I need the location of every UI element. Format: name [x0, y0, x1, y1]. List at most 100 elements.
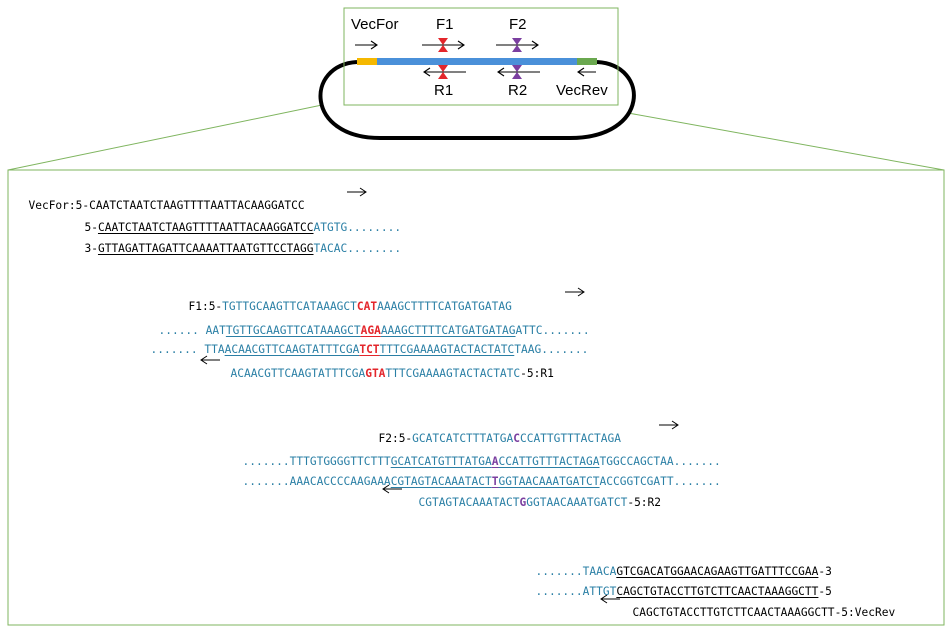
- f2-mutation-icon: [512, 38, 522, 52]
- f2-label: F2: [509, 16, 527, 33]
- f1-seq-b: AAAGCTTTTCATGATGATAG: [377, 300, 512, 313]
- r2-arrow: [497, 67, 540, 77]
- sequence-frame: [7, 169, 945, 626]
- block1-top-strand: 5-CAATCTAATCTAAGTTTTAATTACAAGGATCCATGTG.…: [71, 207, 401, 235]
- block3-bot-b: ACCGGTCGATT.......: [599, 475, 721, 488]
- block4-top-underlined: GTCGACATGGAACAGAAGTTGATTTCCGAA: [616, 565, 819, 578]
- insert-segment: [377, 58, 577, 65]
- block2-bot-ul1: ACAACGTTCAAGTATTTCGA: [224, 343, 360, 356]
- block3-bot-ul2: GGTAACAAATGATCT: [498, 475, 600, 488]
- block3-top-strand: .......TTTGTGGGGTTCTTTGCATCATGTTTATGAACC…: [229, 441, 721, 469]
- block1-bot-underlined: GTTAGATTAGATTCAAAATTAATGTTCCTAGG: [97, 242, 314, 255]
- vecrev-primer-line: CAGCTGTACCTTGTCTTCAACTAAAGGCTT-5:VecRev: [619, 592, 895, 620]
- left-vector-segment: [357, 58, 377, 65]
- block2-top-strand: ...... AATTGTTGCAAGTTCATAAAGCTAGAAAAGCTT…: [145, 310, 590, 338]
- block2-bot-dots: .......: [150, 343, 198, 356]
- f1-primer-label: F1:5-: [188, 300, 223, 313]
- vecrev-arrow: [577, 67, 596, 77]
- r1-seq-arrow: [200, 355, 220, 365]
- block2-bot-b: TAAG.......: [514, 343, 589, 356]
- block4-top-end: -3: [818, 565, 832, 578]
- block1-top-tail: ATGTG........: [313, 221, 402, 234]
- block2-bot-mutation: TCT: [359, 343, 380, 356]
- zoom-line-right: [627, 112, 945, 171]
- block3-bot-a: AAACACCCCAAGAAA: [289, 475, 391, 488]
- f1-seq-arrow: [565, 287, 585, 297]
- f2-seq-a: GCATCATCTTTATGA: [412, 432, 514, 445]
- vecrev-primer-label: -5:VecRev: [834, 606, 896, 619]
- vecfor-primer-seq: CAATCTAATCTAAGTTTTAATTACAAGGATCC: [89, 199, 305, 212]
- block3-top-ul2: CCATTGTTTACTAGA: [498, 455, 600, 468]
- f2-primer-line: F2:5-GCATCATCTTTATGACCCATTGTTTACTAGA: [365, 418, 621, 446]
- r1-seq-b: TTTCGAAAAGTACTACTATC: [385, 367, 521, 380]
- vecfor-primer-line: VecFor:5-CAATCTAATCTAAGTTTTAATTACAAGGATC…: [15, 185, 305, 213]
- vecrev-primer-seq: CAGCTGTACCTTGTCTTCAACTAAAGGCTT: [632, 606, 835, 619]
- block2-top-b: ATTC.......: [515, 324, 590, 337]
- f2-seq-arrow: [659, 420, 679, 430]
- plasmid-frame: [343, 7, 619, 106]
- block3-top-b: TGGCCAGCTAA.......: [599, 455, 721, 468]
- block2-top-ul1: TGTTGCAAGTTCATAAAGCT: [225, 324, 361, 337]
- primer-arrows: [355, 40, 596, 77]
- block4-bot-dots: .......: [535, 585, 583, 598]
- block4-bot-a: ATTGT: [582, 585, 617, 598]
- vecrev-seq-arrow: [600, 594, 620, 604]
- zoom-line-left: [7, 104, 323, 171]
- f1-mutation: CAT: [356, 300, 378, 313]
- block1-bot-tail: TACAC........: [313, 242, 402, 255]
- block3-bot-ul1: CGTAGTACAAATACT: [390, 475, 492, 488]
- r2-label: R2: [508, 82, 527, 99]
- f1-primer-line: F1:5-TGTTGCAAGTTCATAAAGCTCATAAAGCTTTTCAT…: [175, 286, 512, 314]
- block3-bot-dots: .......: [242, 475, 290, 488]
- f1-label: F1: [436, 16, 454, 33]
- plasmid-backbone: [318, 60, 636, 140]
- block3-bot-mutation: T: [491, 475, 499, 488]
- block4-bottom-strand: .......ATTGTCAGCTGTACCTTGTCTTCAACTAAAGGC…: [522, 571, 832, 599]
- block4-top-dots: .......: [535, 565, 583, 578]
- block2-bottom-strand: ....... TTAACAACGTTCAAGTATTTCGATCTTTTCGA…: [137, 329, 588, 357]
- r1-label: R1: [434, 82, 453, 99]
- r1-primer-line: ACAACGTTCAAGTATTTCGAGTATTTCGAAAAGTACTACT…: [217, 353, 554, 381]
- vecfor-arrow: [355, 40, 378, 50]
- right-vector-segment: [577, 58, 597, 65]
- r1-mutation: GTA: [365, 367, 386, 380]
- r1-seq-a: ACAACGTTCAAGTATTTCGA: [230, 367, 366, 380]
- block2-top-mutation: AGA: [360, 324, 381, 337]
- f1-seq-a: TGTTGCAAGTTCATAAAGCT: [222, 300, 357, 313]
- vecfor-seq-arrow: [347, 187, 367, 197]
- block1-bottom-strand: 3-GTTAGATTAGATTCAAAATTAATGTTCCTAGGTACAC.…: [71, 228, 401, 256]
- r2-seq-a: CGTAGTACAAATACT: [418, 496, 520, 509]
- block2-top-a: AAT: [205, 324, 226, 337]
- block4-bot-end: -5: [818, 585, 832, 598]
- f2-seq-b: CCATTGTTTACTAGA: [519, 432, 622, 445]
- block3-top-a: TTTGTGGGGTTCTTT: [289, 455, 391, 468]
- block1-bot-prefix: 3-: [84, 242, 98, 255]
- r1-primer-label: -5:R1: [520, 367, 554, 380]
- r2-seq-arrow: [382, 484, 402, 494]
- block3-top-mutation: A: [491, 455, 499, 468]
- r2-primer-label: -5:R2: [627, 496, 662, 509]
- r2-mutation: G: [519, 496, 527, 509]
- r2-primer-line: CGTAGTACAAATACTGGGTAACAAATGATCT-5:R2: [405, 482, 661, 510]
- vecfor-label: VecFor: [351, 16, 399, 33]
- block4-bot-underlined: CAGCTGTACCTTGTCTTCAACTAAAGGCTT: [616, 585, 819, 598]
- block3-top-ul1: GCATCATGTTTATGA: [390, 455, 492, 468]
- block2-top-dots: ......: [158, 324, 199, 337]
- block1-top-underlined: CAATCTAATCTAAGTTTTAATTACAAGGATCC: [97, 221, 314, 234]
- r2-mutation-icon: [512, 65, 522, 79]
- f2-primer-label: F2:5-: [378, 432, 413, 445]
- vecrev-label: VecRev: [556, 82, 608, 99]
- r1-mutation-icon: [438, 65, 448, 79]
- block2-bot-a: TTA: [204, 343, 225, 356]
- block2-bot-ul2: TTTCGAAAAGTACTACTATC: [379, 343, 515, 356]
- block2-top-ul2: AAAGCTTTTCATGATGATAG: [380, 324, 516, 337]
- block3-bottom-strand: .......AAACACCCCAAGAAACGTAGTACAAATACTTGG…: [229, 461, 721, 489]
- block4-top-strand: .......TAACAGTCGACATGGAACAGAAGTTGATTTCCG…: [522, 551, 832, 579]
- f2-mutation: C: [513, 432, 520, 445]
- r1-arrow: [423, 67, 466, 77]
- block3-top-dots: .......: [242, 455, 290, 468]
- r2-seq-b: GGTAACAAATGATCT: [526, 496, 628, 509]
- f1-mutation-icon: [438, 38, 448, 52]
- block1-top-prefix: 5-: [84, 221, 98, 234]
